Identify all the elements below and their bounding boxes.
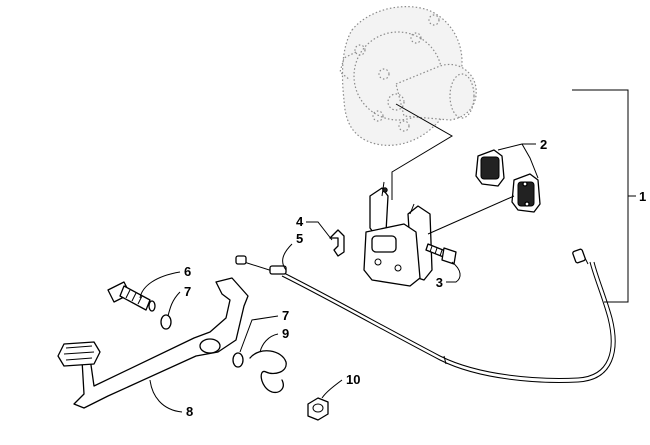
pedal-pivot-boss (199, 338, 221, 354)
pad-hole (524, 201, 530, 207)
brake-pads (475, 149, 541, 213)
caliper-bolt (425, 243, 457, 265)
callout-2: 2 (540, 137, 547, 152)
callout-8: 8 (186, 404, 193, 419)
hub-shaft (395, 63, 477, 121)
hub-end (449, 73, 475, 119)
caliper-bleeder (374, 258, 382, 266)
caliper-pin (394, 264, 402, 272)
cable-end-barrel (572, 248, 586, 264)
cable-end-fitting (235, 255, 247, 265)
leader-2 (497, 143, 539, 179)
retaining-clip (329, 229, 345, 257)
brake-pedal (57, 277, 249, 409)
disc-hole (354, 44, 366, 56)
leader-6 (139, 271, 181, 299)
caliper-mount-hole (382, 187, 388, 193)
pad-alignment-line (427, 195, 515, 235)
leader-7b (239, 315, 279, 353)
pivot-shaft-body (119, 285, 151, 311)
callout-9: 9 (282, 326, 289, 341)
brake-pad-friction (480, 156, 500, 180)
brake-caliper (363, 181, 433, 287)
callout-10: 10 (346, 372, 360, 387)
disc-hole (398, 120, 410, 132)
caliper-body (363, 223, 421, 287)
callout-7-upper: 7 (184, 284, 191, 299)
cable-housing (281, 261, 612, 379)
callout-6: 6 (184, 264, 191, 279)
pad-hole (522, 181, 528, 187)
nut-bore (312, 403, 324, 413)
o-ring (232, 352, 244, 368)
disc-hole (378, 68, 390, 80)
callout-3: 3 (436, 275, 443, 290)
return-spring (249, 350, 287, 394)
leader-7a (167, 291, 181, 317)
cable-housing-outer (281, 261, 616, 383)
callout-7-lower: 7 (282, 308, 289, 323)
leader-10 (321, 379, 343, 399)
leader-8 (149, 379, 183, 413)
disc-hole (428, 14, 440, 26)
disc-caliper-line (391, 103, 453, 200)
leader-1-bracket (572, 89, 629, 303)
callout-1: 1 (639, 189, 646, 204)
callout-5: 5 (296, 231, 303, 246)
cable-joint (443, 355, 447, 365)
leader-5 (282, 243, 293, 271)
bolt-threads (429, 245, 443, 257)
callout-4: 4 (296, 214, 304, 229)
leader-3 (446, 261, 461, 283)
disc-hole (372, 110, 384, 122)
shaft-threads (125, 289, 143, 305)
brake-pedal-arm (73, 277, 249, 409)
disc-hole (410, 32, 422, 44)
brake-disc-hub (339, 6, 477, 146)
leader-9 (259, 333, 279, 353)
leader-4 (306, 221, 333, 241)
hub-flange (339, 51, 357, 81)
caliper-piston (371, 235, 397, 253)
caliper-bolt-head (441, 247, 457, 265)
shaft-end (148, 300, 156, 312)
cable-ferrule (269, 265, 287, 275)
pivot-shaft (107, 281, 156, 312)
pivot-nut (307, 397, 329, 421)
pedal-pad-grip (63, 345, 95, 361)
hub-bolt (387, 93, 405, 111)
o-ring (160, 314, 172, 330)
